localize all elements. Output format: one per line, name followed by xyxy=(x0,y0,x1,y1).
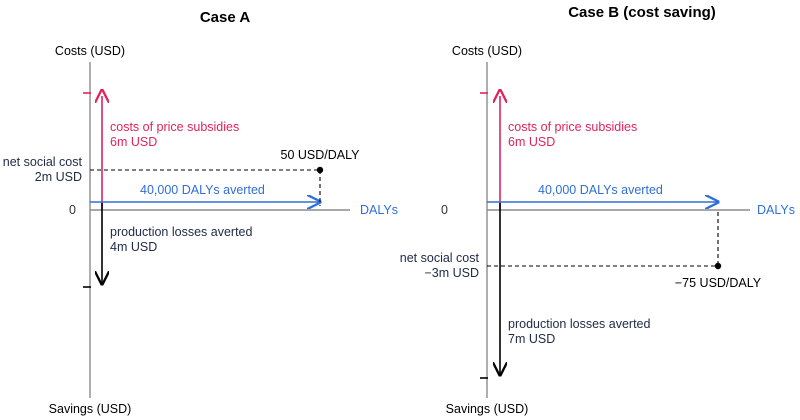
case-a-dalys-axis-label: DALYs xyxy=(360,203,398,217)
case-b-panel: Case B (cost saving) Costs (USD) Savings… xyxy=(400,4,795,416)
case-a-zero-label: 0 xyxy=(69,203,76,217)
case-a-losses-label-1: production losses averted xyxy=(110,225,252,239)
case-a-losses-label-2: 4m USD xyxy=(110,240,157,254)
case-b-dalys-axis-label: DALYs xyxy=(757,203,795,217)
case-a-subsidy-label-2: 6m USD xyxy=(110,135,157,149)
case-a-ratio-point xyxy=(316,166,324,174)
case-b-subsidy-label-1: costs of price subsidies xyxy=(508,120,637,134)
case-a-dalys-averted-label: 40,000 DALYs averted xyxy=(140,183,265,197)
case-b-zero-label: 0 xyxy=(441,203,448,217)
case-b-ratio-label: −75 USD/DALY xyxy=(675,276,762,290)
case-b-subsidy-label-2: 6m USD xyxy=(508,135,555,149)
case-a-title: Case A xyxy=(200,9,250,26)
case-b-net-label-2: −3m USD xyxy=(424,266,479,280)
case-b-costs-label: Costs (USD) xyxy=(452,44,522,58)
case-b-savings-label: Savings (USD) xyxy=(446,402,529,416)
case-b-losses-label-2: 7m USD xyxy=(508,332,555,346)
case-b-dalys-averted-label: 40,000 DALYs averted xyxy=(538,183,663,197)
case-b-title: Case B (cost saving) xyxy=(568,4,716,21)
case-a-costs-label: Costs (USD) xyxy=(55,44,125,58)
case-a-subsidy-label-1: costs of price subsidies xyxy=(110,120,239,134)
case-b-ratio-point xyxy=(714,262,722,270)
case-a-net-label-1: net social cost xyxy=(3,155,83,169)
case-a-net-label-2: 2m USD xyxy=(35,170,82,184)
case-b-net-label-1: net social cost xyxy=(400,251,480,265)
case-b-losses-label-1: production losses averted xyxy=(508,317,650,331)
case-a-ratio-label: 50 USD/DALY xyxy=(281,148,361,162)
case-a-savings-label: Savings (USD) xyxy=(49,402,132,416)
case-a-panel: Case A Costs (USD) Savings (USD) 0 DALYs… xyxy=(3,9,398,416)
